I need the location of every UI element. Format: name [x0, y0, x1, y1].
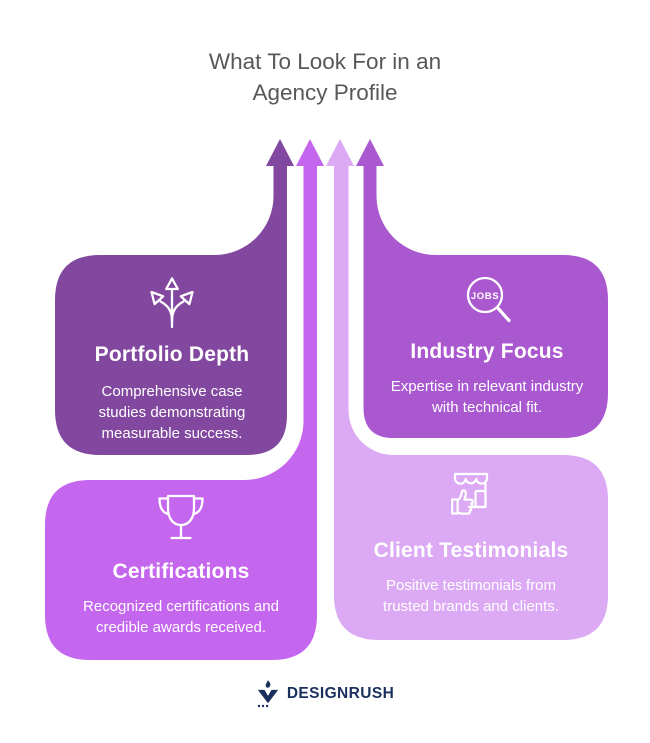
brand-name: DESIGNRUSH — [286, 685, 395, 702]
page-title-line-1: What To Look For in an — [208, 49, 442, 74]
card-client-testimonials: Client Testimonials Positive testimonial… — [336, 468, 606, 617]
card-description: Positive testimonials from trusted brand… — [383, 577, 559, 615]
certifications-card-shape — [45, 139, 324, 660]
client-testimonials-card-shape — [326, 139, 608, 640]
industry-focus-card-shape — [356, 139, 608, 438]
designrush-logo-icon — [257, 680, 278, 708]
card-description: Expertise in relevant industry with tech… — [390, 378, 584, 416]
portfolio-depth-card-shape — [55, 139, 294, 455]
trophy-icon — [158, 494, 204, 540]
card-portfolio-depth: Portfolio Depth Comprehensive case studi… — [57, 274, 287, 444]
branch-arrows-icon — [150, 277, 194, 329]
card-certifications: Certifications Recognized certifications… — [47, 489, 315, 638]
page-title: What To Look For in an Agency Profile — [0, 46, 650, 108]
jobs-magnifier-icon: JOBS — [466, 276, 511, 323]
page-title-line-2: Agency Profile — [252, 80, 398, 105]
card-description: Recognized certifications and credible a… — [83, 598, 279, 636]
card-description: Comprehensive case studies demonstrating… — [98, 383, 246, 442]
card-title: Industry Focus — [410, 340, 564, 363]
card-industry-focus: JOBS Industry Focus Expertise in relevan… — [368, 272, 606, 418]
storefront-thumbs-up-icon — [451, 472, 489, 515]
card-title: Client Testimonials — [373, 539, 569, 562]
footer-brand: DESIGNRUSH — [0, 680, 650, 708]
jobs-icon-label: JOBS — [471, 291, 499, 302]
card-title: Portfolio Depth — [94, 343, 250, 366]
card-title: Certifications — [112, 560, 250, 583]
